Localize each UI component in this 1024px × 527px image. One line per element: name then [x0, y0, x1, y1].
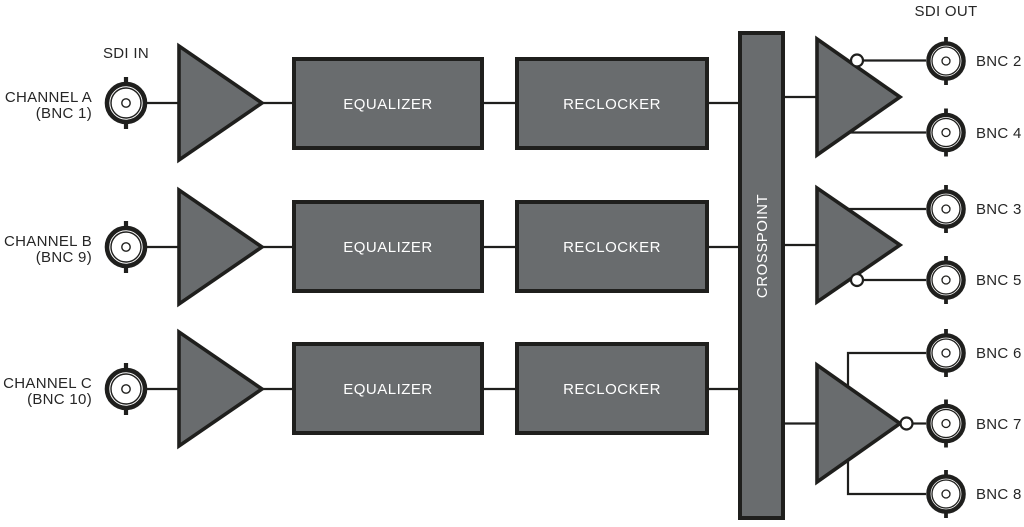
equalizer-block-c — [292, 342, 484, 435]
bnc-output-connector-7 — [928, 400, 963, 448]
equalizer-label-c: EQUALIZER — [343, 381, 433, 398]
inverter-bubble-bnc2 — [849, 53, 865, 68]
bnc2-label: BNC 2 — [976, 53, 1022, 70]
bnc-input-connector-b — [107, 221, 145, 273]
bnc-input-connector-a — [107, 77, 145, 129]
channel-b-label: CHANNEL B — [4, 233, 92, 250]
input-amplifier-icon-c — [177, 328, 266, 450]
channel-a-row: SDI IN CHANNEL A (BNC 1) EQUALIZER RECLO… — [5, 42, 709, 164]
channel-a-label: CHANNEL A — [5, 89, 92, 106]
sdi-out-label: SDI OUT — [915, 3, 978, 20]
bnc7-label: BNC 7 — [976, 416, 1022, 433]
channel-b-row: CHANNEL B (BNC 9) EQUALIZER RECLOCKER — [4, 186, 709, 308]
bnc-output-connector-5 — [928, 256, 963, 304]
signal-wires — [146, 59, 926, 496]
equalizer-block-b — [292, 200, 484, 293]
reclocker-block-a — [515, 57, 709, 150]
bnc-output-connector-6 — [928, 329, 963, 377]
sdi-output-connectors: SDI OUT BNC 2 BNC 4 BNC 3 BNC 5 BNC 6 BN… — [915, 3, 1022, 518]
wire-outamp3-to-bnc8 — [846, 456, 926, 496]
inverter-bubble-bnc7 — [899, 416, 914, 431]
reclocker-label-a: RECLOCKER — [563, 96, 661, 113]
reclocker-label-c: RECLOCKER — [563, 381, 661, 398]
channel-c-bnc-label: (BNC 10) — [27, 391, 92, 408]
input-amplifier-icon-b — [177, 186, 266, 308]
equalizer-block-a — [292, 57, 484, 150]
output-amplifier-icon-1 — [815, 35, 904, 159]
bnc-input-connector-c — [107, 363, 145, 415]
channel-c-label: CHANNEL C — [3, 375, 92, 392]
bnc-output-connector-2 — [928, 37, 963, 85]
reclocker-block-b — [515, 200, 709, 293]
bnc5-label: BNC 5 — [976, 272, 1022, 289]
crosspoint-box — [738, 31, 785, 520]
bnc4-label: BNC 4 — [976, 125, 1022, 142]
bnc8-label: BNC 8 — [976, 486, 1022, 503]
bnc-output-connector-3 — [928, 185, 963, 233]
channel-b-bnc-label: (BNC 9) — [36, 249, 92, 266]
equalizer-label-a: EQUALIZER — [343, 96, 433, 113]
reclocker-label-b: RECLOCKER — [563, 239, 661, 256]
bnc3-label: BNC 3 — [976, 201, 1022, 218]
inverter-bubble-bnc5 — [849, 272, 865, 288]
equalizer-label-b: EQUALIZER — [343, 239, 433, 256]
wire-outamp3-to-bnc6 — [846, 351, 926, 392]
channel-a-bnc-label: (BNC 1) — [36, 105, 92, 122]
crosspoint-label: CROSSPOINT — [754, 194, 771, 298]
bnc6-label: BNC 6 — [976, 345, 1022, 362]
bnc-output-connector-4 — [928, 109, 963, 157]
bnc-output-connector-8 — [928, 470, 963, 518]
output-amplifier-icon-3 — [815, 361, 904, 486]
crosspoint-block: CROSSPOINT — [738, 31, 785, 520]
channel-c-row: CHANNEL C (BNC 10) EQUALIZER RECLOCKER — [3, 328, 709, 450]
reclocker-block-c — [515, 342, 709, 435]
input-amplifier-icon-a — [177, 42, 266, 164]
sdi-in-label: SDI IN — [103, 45, 149, 62]
output-amplifiers — [815, 35, 914, 486]
